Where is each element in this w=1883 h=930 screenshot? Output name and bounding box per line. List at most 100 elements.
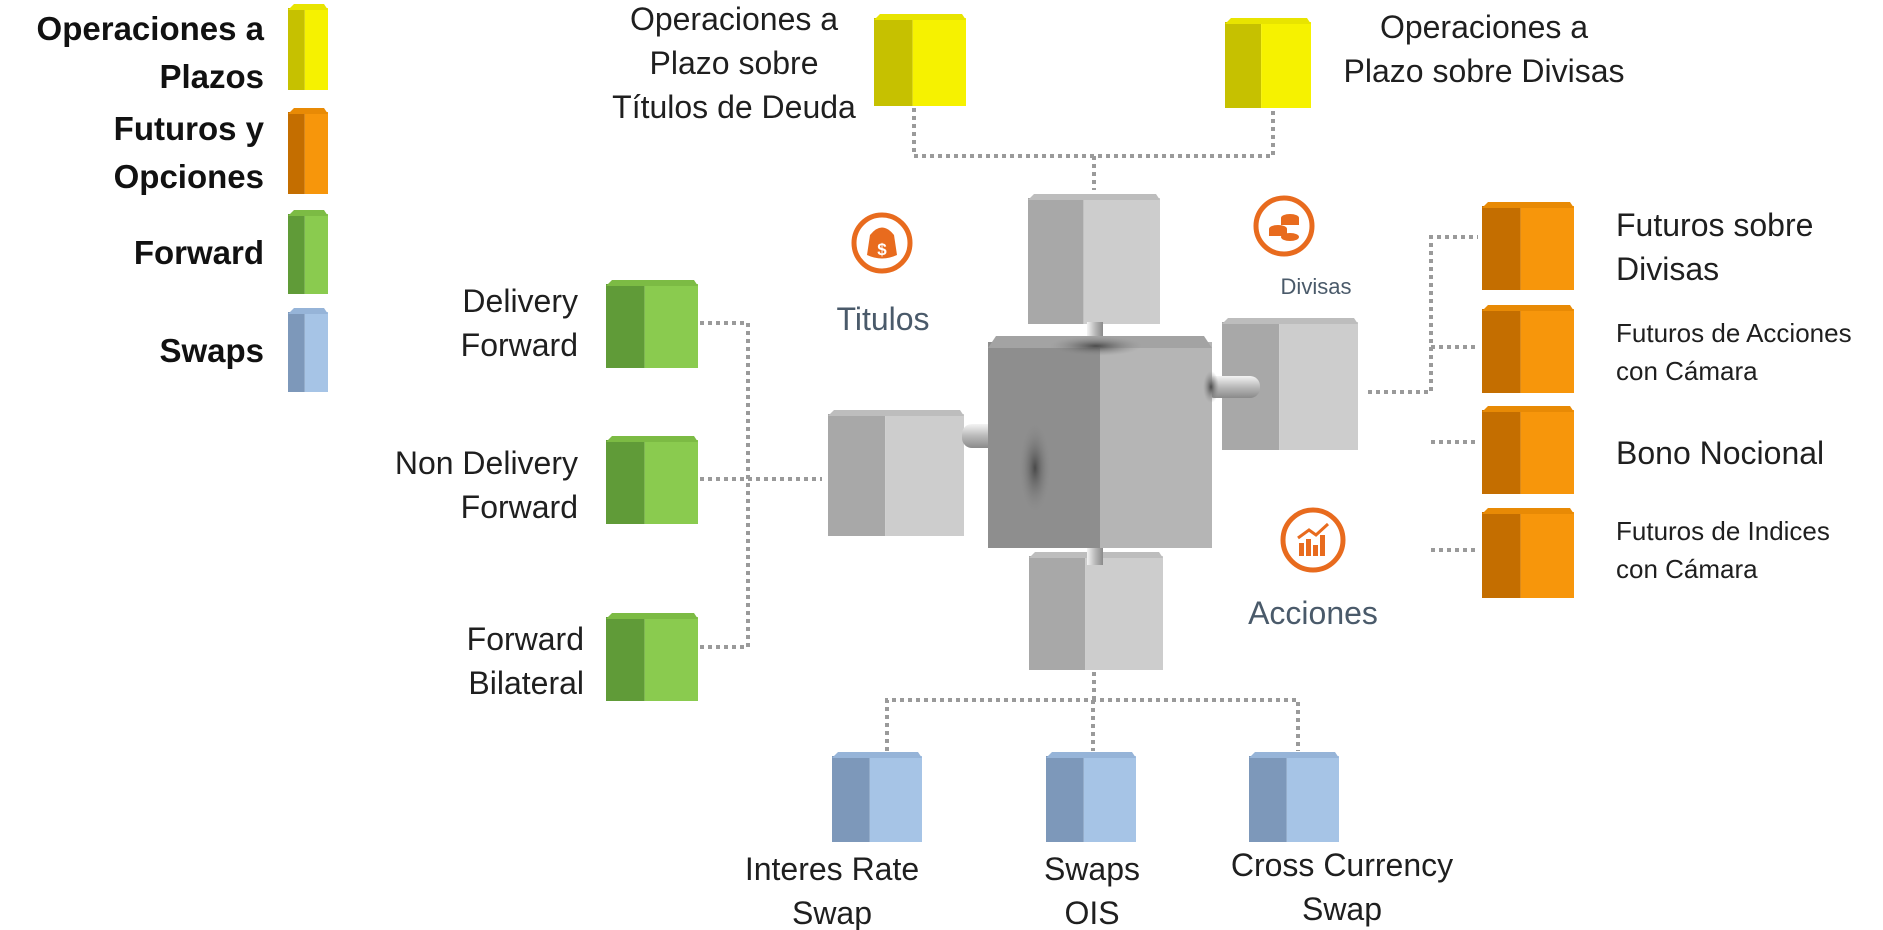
connector-rod-right <box>1205 376 1260 398</box>
product-cube <box>1482 406 1574 494</box>
product-cube <box>606 280 698 368</box>
product-label-line: con Cámara <box>1616 554 1758 584</box>
category-label-acciones: Acciones <box>1248 595 1378 631</box>
connector-bottom <box>885 664 1300 751</box>
product-item: Bono Nocional <box>1482 406 1824 494</box>
category-markers: $ Titulos Divisas Acciones <box>836 195 1378 631</box>
product-label-line: Operaciones a <box>1380 9 1588 45</box>
legend-label-line: Futuros y <box>114 110 265 147</box>
product-label-line: Títulos de Deuda <box>612 89 856 125</box>
product-cube <box>874 14 966 106</box>
legend-label: Futuros y Opciones <box>114 110 265 195</box>
gray-cube-left <box>828 410 964 536</box>
product-label-line: con Cámara <box>1616 356 1758 386</box>
svg-text:$: $ <box>877 240 887 259</box>
product-item: Futuros de Indices con Cámara <box>1482 508 1830 598</box>
legend-label: Forward <box>134 234 264 271</box>
product-label: Bono Nocional <box>1616 435 1824 471</box>
legend-item: Forward <box>134 210 328 294</box>
product-cube <box>1482 508 1574 598</box>
product-cube <box>1225 18 1311 108</box>
product-label-line: Non Delivery <box>395 445 578 481</box>
legend-swatch <box>288 4 328 90</box>
product-label-line: Operaciones a <box>630 1 838 37</box>
connector-rod-bottom <box>1087 545 1103 565</box>
product-label-line: Delivery <box>462 283 578 319</box>
money-bag-icon: $ <box>851 212 913 274</box>
connector-left <box>700 321 822 649</box>
legend-swatch <box>288 308 328 392</box>
coin-stack-icon <box>1253 195 1315 257</box>
product-label-line: Futuros sobre <box>1616 207 1813 243</box>
product-label-line: Bono Nocional <box>1616 435 1824 471</box>
product-label-line: Plazo sobre Divisas <box>1344 53 1625 89</box>
product-label-line: Swap <box>792 895 872 930</box>
connector-right <box>1368 235 1478 552</box>
legend-swatch <box>288 108 328 194</box>
legend-label-line: Swaps <box>159 332 264 369</box>
product-label-line: Swaps <box>1044 851 1140 887</box>
central-cube <box>988 336 1219 548</box>
product-label-line: Interes Rate <box>745 851 919 887</box>
product-cube <box>606 436 698 524</box>
product-item: Operaciones a Plazo sobre Divisas <box>1225 9 1625 108</box>
product-label-line: Forward <box>461 327 578 363</box>
product-label: Futuros de Indices con Cámara <box>1616 516 1830 584</box>
product-label-line: Swap <box>1302 891 1382 927</box>
product-label-line: Forward <box>461 489 578 525</box>
central-cube-structure <box>828 194 1358 670</box>
product-label-line: Forward <box>467 621 584 657</box>
product-label-line: Cross Currency <box>1231 847 1453 883</box>
product-label-line: Futuros de Acciones <box>1616 318 1852 348</box>
product-label-line: OIS <box>1064 895 1119 930</box>
bar-chart-icon <box>1280 507 1346 573</box>
gray-cube-bottom <box>1029 552 1163 670</box>
product-cube <box>1249 752 1339 842</box>
product-cube <box>1482 305 1574 393</box>
product-label-line: Plazo sobre <box>650 45 819 81</box>
product-cube <box>832 752 922 842</box>
legend-label: Operaciones a Plazos <box>37 10 265 95</box>
connector-top <box>912 108 1275 190</box>
product-label: Operaciones a Plazo sobre Divisas <box>1344 9 1625 89</box>
product-cube <box>1482 202 1574 290</box>
legend-item: Swaps <box>159 308 328 392</box>
connector-lines <box>700 108 1478 751</box>
legend-label-line: Opciones <box>114 158 264 195</box>
product-cube <box>1046 752 1136 842</box>
legend-item: Operaciones a Plazos <box>37 4 328 95</box>
legend-label: Swaps <box>159 332 264 369</box>
product-label: Futuros de Acciones con Cámara <box>1616 318 1852 386</box>
legend-label-line: Plazos <box>159 58 264 95</box>
product-label-line: Futuros de Indices <box>1616 516 1830 546</box>
gray-cube-top <box>1028 194 1160 324</box>
category-label-titulos: Titulos <box>836 301 929 337</box>
product-cube <box>606 613 698 701</box>
legend-label-line: Operaciones a <box>37 10 265 47</box>
legend-item: Futuros y Opciones <box>114 108 328 195</box>
legend-label-line: Forward <box>134 234 264 271</box>
product-label-line: Bilateral <box>468 665 584 701</box>
product-item: Futuros de Acciones con Cámara <box>1482 305 1852 393</box>
